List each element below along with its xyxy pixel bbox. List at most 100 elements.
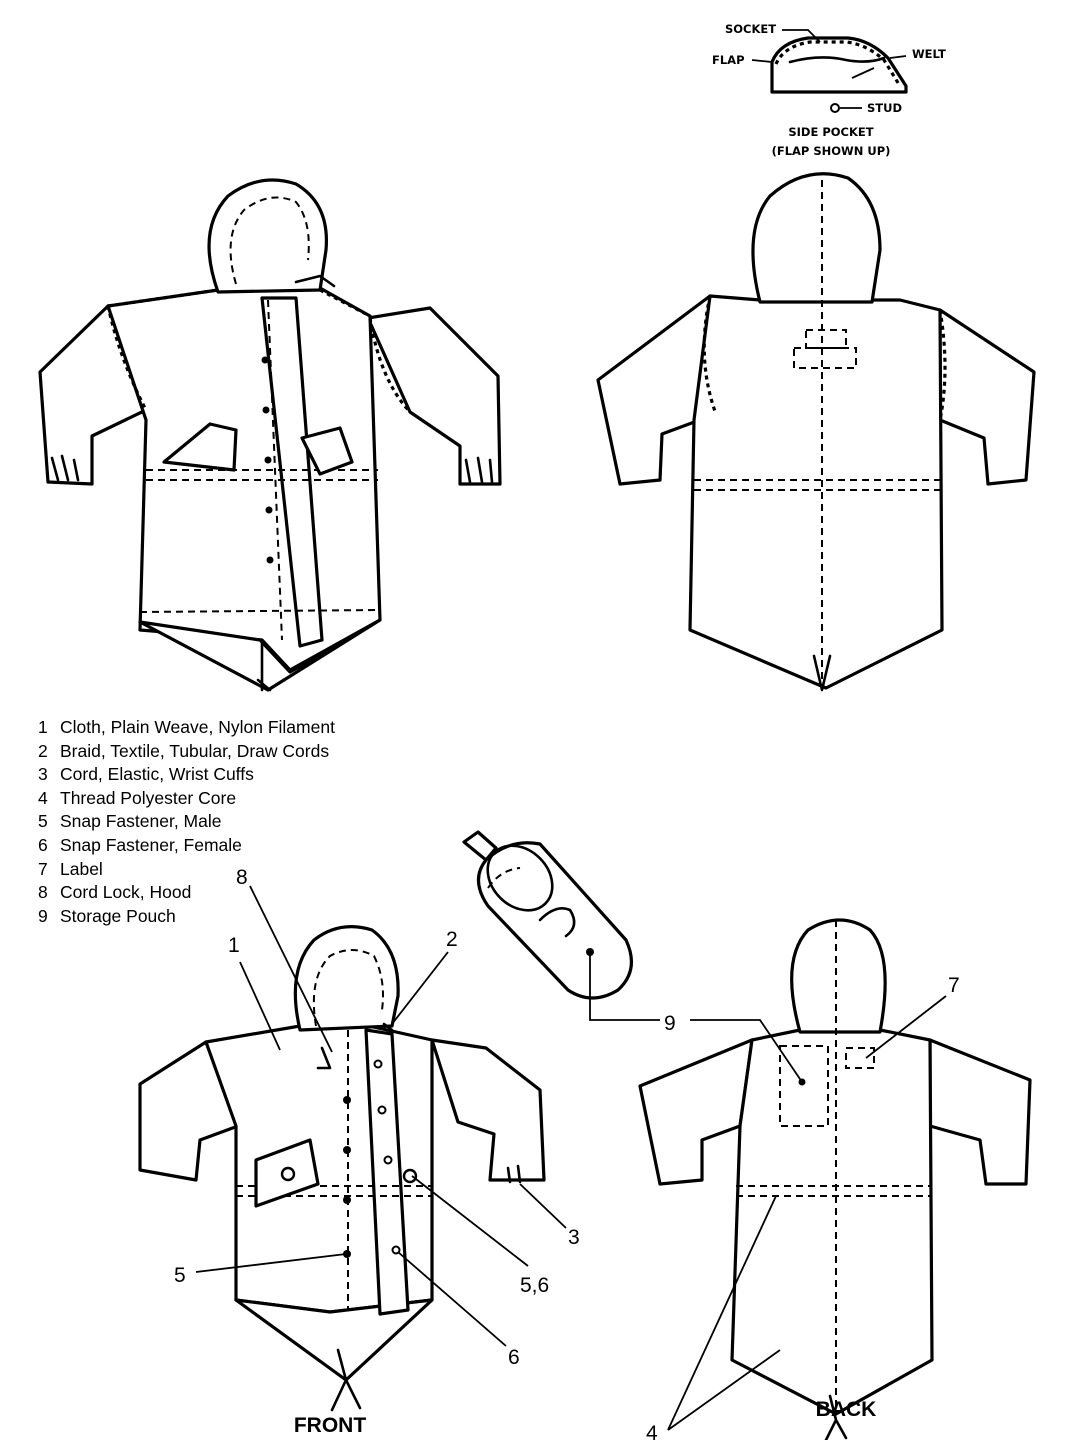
leader-8: [249, 885, 333, 1053]
legend-item: 2 Braid, Textile, Tubular, Draw Cords: [38, 740, 335, 764]
bf-hem-tail: [234, 1298, 434, 1382]
pocket-flap-curve: [788, 56, 886, 64]
legend-num: 3: [38, 764, 48, 785]
bb-pouch-pocket: [779, 1045, 829, 1127]
leader-lines: [195, 885, 947, 1431]
bf-hood-stitch: [312, 949, 384, 1027]
legend-num: 5: [38, 811, 48, 832]
legend-text: Cloth, Plain Weave, Nylon Filament: [60, 717, 335, 737]
legend-num: 2: [38, 740, 48, 761]
pouch-body: [476, 841, 634, 1000]
callout-7: 7: [948, 974, 960, 997]
back-hood: [751, 172, 882, 304]
legend-item: 1 Cloth, Plain Weave, Nylon Filament: [38, 716, 335, 740]
back-right-sleeve: [938, 308, 1036, 486]
legend-text: Cord Lock, Hood: [60, 882, 192, 903]
hem-tail: [138, 618, 382, 692]
pouch-end: [486, 844, 554, 912]
leader-56: [411, 1175, 529, 1267]
pocket-caption-line1: SIDE POCKET: [788, 125, 873, 139]
back-body: [688, 294, 944, 690]
legend-text: Cord, Elastic, Wrist Cuffs: [60, 764, 254, 785]
legend-num: 9: [38, 905, 48, 926]
callout-3: 3: [568, 1226, 580, 1249]
side-pocket-inset: SOCKET FLAP WELT STUD SIDE POCKET (FLAP …: [712, 22, 946, 158]
legend-text: Thread Polyester Core: [60, 787, 237, 808]
leader-4a: [667, 1195, 777, 1431]
callout-2: 2: [446, 928, 458, 951]
legend-item: 5 Snap Fastener, Male: [38, 810, 335, 834]
back-drawcord: [812, 654, 832, 692]
bf-hood-cordlock: [316, 1046, 332, 1070]
legend-text: Snap Fastener, Female: [60, 834, 242, 855]
caption-back: BACK: [816, 1398, 877, 1421]
pouch-stitch: [487, 867, 521, 889]
callout-9: 9: [664, 1012, 676, 1035]
welt-leader: [889, 55, 907, 59]
legend-num: 1: [38, 717, 48, 737]
leader-1: [239, 961, 281, 1051]
leader-5: [195, 1253, 347, 1273]
hood-stitch: [229, 196, 310, 285]
left-cuff-elastic: [50, 454, 80, 482]
right-yoke-seam: [319, 288, 371, 318]
back-label-patch: [805, 329, 847, 349]
placket: [260, 296, 324, 648]
parka-back-bottom: [638, 918, 1032, 1440]
bf-right-pocket-snap: [402, 1168, 418, 1184]
legend-item: 8 Cord Lock, Hood: [38, 881, 335, 905]
callout-1: 1: [228, 934, 240, 957]
legend-text: Snap Fastener, Male: [60, 811, 222, 832]
back-right-shoulder-seam: [938, 309, 947, 421]
right-pocket: [300, 426, 354, 476]
parka-front-top: [38, 178, 502, 692]
leader-9-back: [690, 1019, 803, 1083]
legend-num: 7: [38, 858, 48, 879]
back-left-shoulder-seam: [702, 295, 718, 415]
right-cuff-elastic: [464, 456, 494, 484]
bf-placket: [364, 1028, 410, 1316]
hem-drawcord: [256, 638, 272, 692]
legend-item: 3 Cord, Elastic, Wrist Cuffs: [38, 763, 335, 787]
label-welt: WELT: [912, 47, 946, 61]
parka-back-top: [596, 172, 1036, 692]
label-stud: STUD: [867, 101, 902, 115]
leader-9-pouch: [589, 952, 660, 1021]
legend-num: 8: [38, 882, 48, 903]
hood: [207, 178, 329, 294]
right-shoulder-seam: [368, 317, 412, 414]
legend-text: Storage Pouch: [60, 905, 176, 926]
callout-6: 6: [508, 1346, 520, 1369]
bb-label: [845, 1047, 875, 1069]
welt-pointer: [851, 67, 875, 79]
bf-snaps: [343, 1059, 401, 1258]
storage-pouch: [462, 830, 634, 1000]
bf-pocket-snap: [280, 1166, 296, 1182]
callout-5: 5: [174, 1264, 186, 1287]
hood-drawcord: [294, 274, 336, 288]
placket-stitch: [267, 299, 283, 641]
bf-cuff-elastic: [506, 1164, 522, 1184]
leader-7: [865, 995, 947, 1059]
back-pouch-patch: [793, 347, 857, 369]
socket-leader: [782, 29, 821, 43]
pouch-cord: [538, 907, 576, 938]
left-shoulder-seam: [106, 305, 148, 411]
bf-hood-cord: [382, 1022, 394, 1032]
pocket-caption-line2: (FLAP SHOWN UP): [772, 144, 891, 158]
label-flap: FLAP: [712, 53, 745, 67]
callout-8: 8: [236, 866, 248, 889]
caption-front: FRONT: [294, 1414, 366, 1437]
front-snaps: [261, 356, 274, 564]
callouts: 1 8 2 3 5 5,6 6 9 7 4: [174, 866, 960, 1440]
bf-right-sleeve: [430, 1038, 546, 1182]
hem-stitch: [139, 609, 381, 613]
bb-hem-drawcord: [824, 1394, 848, 1440]
label-socket: SOCKET: [725, 22, 776, 36]
left-yoke-seam: [107, 288, 219, 308]
legend-text: Braid, Textile, Tubular, Draw Cords: [60, 740, 330, 761]
parts-legend: 1 Cloth, Plain Weave, Nylon Filament 2 Bra…: [38, 716, 335, 928]
